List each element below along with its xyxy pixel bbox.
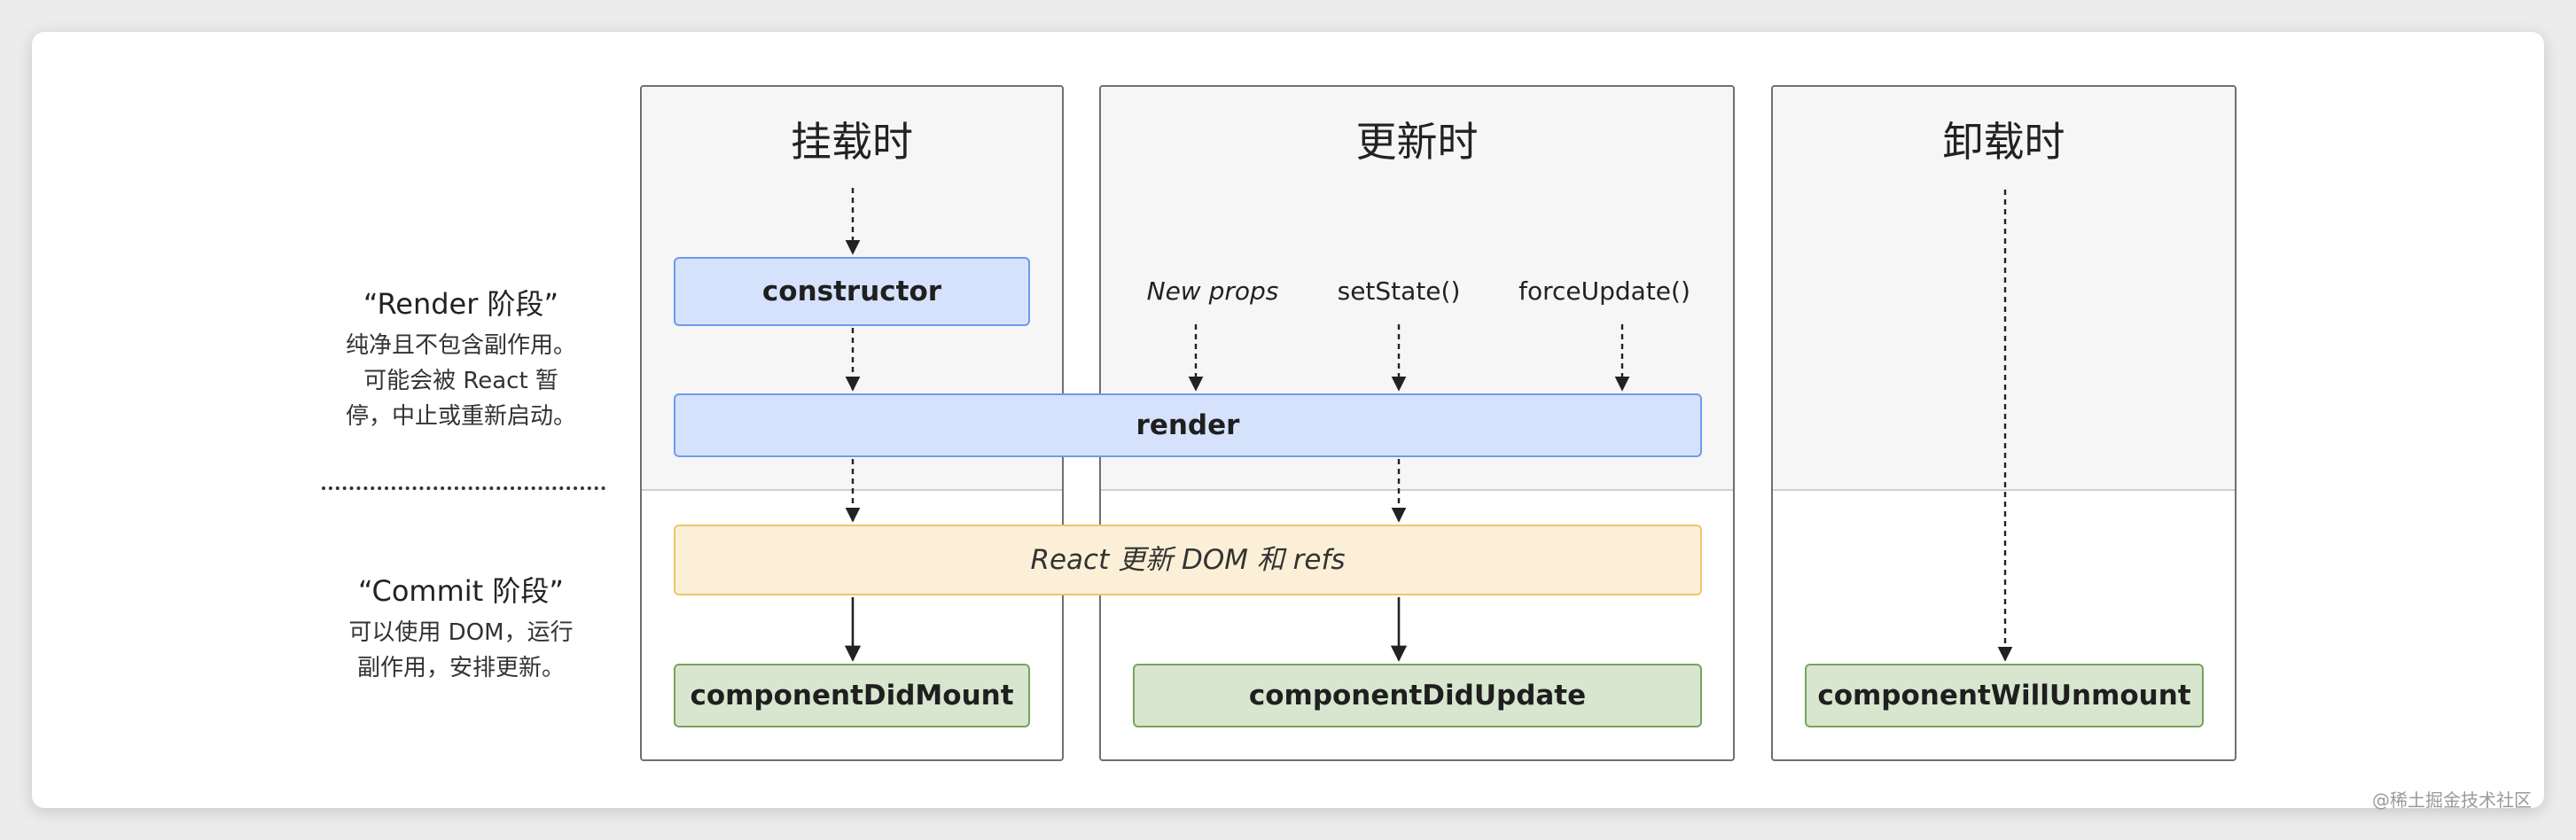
render-phase-description: 纯净且不包含副作用。 可能会被 React 暂 停，中止或重新启动。 xyxy=(301,328,621,434)
constructor-node: constructor xyxy=(674,257,1030,326)
render-desc-line-1: 纯净且不包含副作用。 xyxy=(345,332,576,359)
render-phase-title: “Render 阶段” xyxy=(363,287,559,321)
component-will-unmount-node: componentWillUnmount xyxy=(1805,664,2204,727)
component-did-update-node: componentDidUpdate xyxy=(1133,664,1702,727)
force-update-trigger: forceUpdate() xyxy=(1518,276,1690,306)
commit-phase-title: “Commit 阶段” xyxy=(358,574,564,608)
new-props-trigger: New props xyxy=(1146,276,1279,306)
render-desc-line-3: 停，中止或重新启动。 xyxy=(345,403,576,430)
render-desc-line-2: 可能会被 React 暂 xyxy=(363,368,558,394)
unmount-phase-box xyxy=(1771,85,2236,761)
phase-divider xyxy=(322,486,605,490)
render-node: render xyxy=(674,393,1702,457)
unmount-render-area xyxy=(1773,87,2235,491)
commit-phase-description: 可以使用 DOM，运行 副作用，安排更新。 xyxy=(301,615,621,686)
unmount-phase-title: 卸载时 xyxy=(1942,118,2065,166)
watermark: @稀土掘金技术社区 xyxy=(2372,789,2532,811)
update-phase-title: 更新时 xyxy=(1355,118,1479,166)
set-state-trigger: setState() xyxy=(1337,276,1461,306)
component-did-mount-node: componentDidMount xyxy=(674,664,1030,727)
react-update-dom-node: React 更新 DOM 和 refs xyxy=(674,525,1702,595)
commit-desc-line-2: 副作用，安排更新。 xyxy=(356,655,565,681)
commit-desc-line-1: 可以使用 DOM，运行 xyxy=(348,619,574,646)
mount-phase-title: 挂载时 xyxy=(791,118,913,166)
